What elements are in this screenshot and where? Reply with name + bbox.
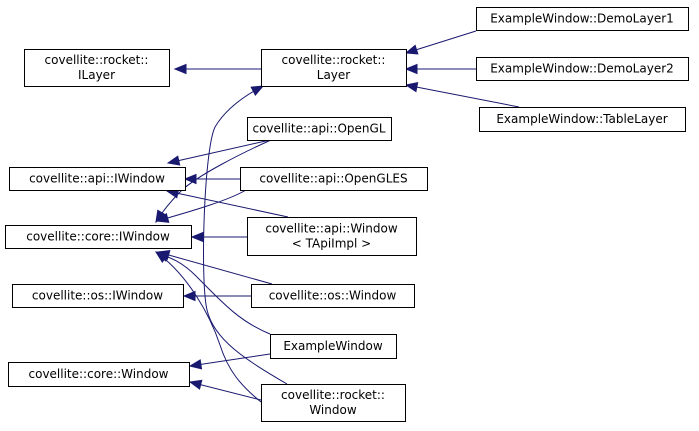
class-node-demo1[interactable]: ExampleWindow::DemoLayer1 (476, 7, 689, 31)
class-node-box (261, 49, 407, 87)
class-node-label: covellite::api::OpenGLES (259, 172, 407, 186)
class-node-label: ILayer (78, 68, 115, 82)
class-node-label: covellite::core::Window (29, 367, 169, 381)
class-node-box (476, 57, 689, 81)
class-node-core_IWindow[interactable]: covellite::core::IWindow (5, 225, 192, 249)
class-node-label: ExampleWindow::DemoLayer1 (490, 12, 674, 26)
edge-rocket_Window-to-rocket_Layer (203, 85, 288, 385)
edge-arrowhead-api_OpenGL-to-api_IWindow (166, 155, 181, 166)
edge-arrowhead-demo2-to-rocket_Layer (404, 63, 418, 75)
class-node-label: < TApiImpl > (292, 237, 371, 251)
class-node-box (247, 117, 392, 141)
class-node-label: covellite::core::IWindow (26, 230, 170, 244)
class-node-rocket_ILayer[interactable]: covellite::rocket::ILayer (24, 49, 170, 87)
edge-rocket_Window-to-core_IWindow (155, 251, 262, 403)
class-node-label: ExampleWindow (283, 339, 383, 353)
edge-table-to-rocket_Layer (405, 84, 520, 108)
class-node-label: covellite::api::Window (265, 222, 397, 236)
class-node-label: covellite::rocket:: (45, 53, 149, 67)
class-node-label: covellite::os::IWindow (32, 289, 163, 303)
class-node-label: Window (309, 403, 357, 417)
edge-api_Window-to-api_IWindow (166, 190, 289, 218)
class-node-label: ExampleWindow::DemoLayer2 (490, 62, 674, 76)
edge-arrowhead-rocket_Window-to-core_IWindow (154, 251, 169, 263)
edge-api_OpenGL-to-api_IWindow (167, 139, 271, 164)
edge-demo1-to-rocket_Layer (405, 30, 477, 54)
class-node-api_IWindow[interactable]: covellite::api::IWindow (9, 167, 186, 191)
class-node-api_OpenGL[interactable]: covellite::api::OpenGL (247, 117, 392, 141)
class-node-demo2[interactable]: ExampleWindow::DemoLayer2 (476, 57, 689, 81)
edge-arrowhead-rocket_Layer-to-rocket_ILayer (173, 63, 187, 75)
class-node-box (5, 225, 192, 249)
class-node-ExampleWindow[interactable]: ExampleWindow (270, 334, 397, 359)
class-node-label: Layer (317, 68, 351, 82)
edge-api_OpenGLES-to-core_IWindow (156, 189, 247, 222)
edge-arrowhead-table-to-rocket_Layer (404, 82, 419, 93)
edge-ExampleWindow-to-core_IWindow (156, 252, 271, 335)
edge-arrowhead-demo1-to-rocket_Layer (404, 44, 419, 55)
edge-layer (154, 30, 520, 403)
class-node-box (240, 167, 428, 191)
class-node-box (12, 284, 184, 308)
class-node-os_Window[interactable]: covellite::os::Window (251, 284, 415, 308)
edge-arrowhead-rocket_Window-to-core_Window (188, 379, 203, 390)
edge-rocket_Window-to-core_Window (189, 381, 262, 401)
class-node-rocket_Window[interactable]: covellite::rocket::Window (261, 384, 406, 422)
class-node-box (476, 7, 689, 31)
edge-ExampleWindow-to-core_Window (189, 353, 271, 367)
class-node-label: covellite::api::IWindow (29, 172, 165, 186)
class-node-box (479, 107, 686, 132)
edge-arrowhead-api_OpenGLES-to-core_IWindow (155, 212, 170, 223)
class-node-api_OpenGLES[interactable]: covellite::api::OpenGLES (240, 167, 428, 191)
class-node-label: covellite::rocket:: (281, 388, 385, 402)
class-node-box (261, 384, 406, 422)
edge-os_Window-to-core_IWindow (157, 251, 273, 285)
class-node-os_IWindow[interactable]: covellite::os::IWindow (12, 284, 184, 308)
class-node-label: covellite::api::OpenGL (252, 122, 385, 136)
node-layer: covellite::rocket::ILayercovellite::rock… (5, 7, 689, 422)
class-node-box (270, 334, 397, 359)
class-node-box (251, 284, 415, 308)
class-node-label: ExampleWindow::TableLayer (496, 112, 667, 126)
class-node-box (9, 167, 186, 191)
edge-arrowhead-api_Window-to-core_IWindow (190, 231, 204, 243)
class-node-box (24, 49, 170, 87)
edge-arrowhead-api_OpenGLES-to-api_IWindow (183, 173, 197, 185)
class-node-box (8, 362, 190, 387)
edge-arrowhead-os_Window-to-os_IWindow (182, 290, 196, 302)
edge-arrowhead-ExampleWindow-to-core_Window (188, 359, 203, 370)
class-node-rocket_Layer[interactable]: covellite::rocket::Layer (261, 49, 407, 87)
edge-arrowhead-rocket_Window-to-rocket_Layer (250, 85, 265, 96)
class-node-label: covellite::rocket:: (282, 53, 386, 67)
class-node-api_Window[interactable]: covellite::api::Window< TApiImpl > (247, 217, 417, 256)
class-node-label: covellite::os::Window (269, 289, 397, 303)
class-node-core_Window[interactable]: covellite::core::Window (8, 362, 190, 387)
class-node-table[interactable]: ExampleWindow::TableLayer (479, 107, 686, 132)
class-node-box (247, 217, 417, 256)
